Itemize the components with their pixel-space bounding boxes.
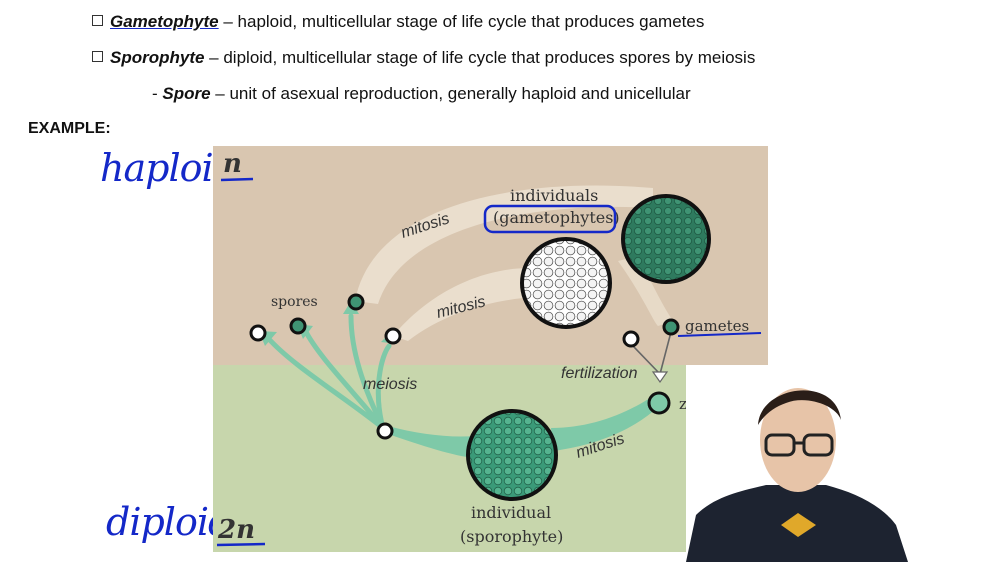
zygote-cell: [647, 391, 671, 415]
annotation-underline-gametes: [677, 332, 762, 337]
gametophyte-cell-dark: [621, 194, 711, 284]
glasses-icon: [764, 433, 834, 457]
annotation-box-gametophytes: [483, 204, 617, 234]
label-individual: individual: [471, 503, 551, 522]
spore-cell: [347, 293, 365, 311]
checkbox-icon: [92, 51, 103, 62]
label-gametophytes: (gametophytes): [493, 208, 620, 227]
term-gametophyte: Gametophyte: [110, 12, 219, 31]
term-sporophyte: Sporophyte: [110, 48, 205, 67]
example-heading: EXAMPLE:: [28, 120, 111, 137]
sporophyte-cell: [466, 409, 558, 501]
spore-cell: [384, 327, 402, 345]
annotation-underline-n: [220, 177, 254, 182]
gamete-cell: [622, 330, 640, 348]
label-gametes: gametes: [685, 317, 749, 335]
term-spore: Spore: [162, 84, 211, 103]
definition-text: – haploid, multicellular stage of life c…: [218, 12, 705, 31]
annotation-underline-2n: [216, 542, 266, 547]
meiosis-arrows: [265, 313, 392, 431]
mitosis-arc-middle: [393, 268, 558, 341]
instructor-video: [686, 365, 908, 562]
definition-spore: - Spore – unit of asexual reproduction, …: [152, 84, 691, 104]
definition-text: – unit of asexual reproduction, generall…: [210, 84, 691, 103]
meiocyte-cell: [376, 422, 394, 440]
handwritten-diploid: diploid: [106, 500, 232, 544]
definition-gametophyte: Gametophyte – haploid, multicellular sta…: [92, 12, 704, 32]
mitosis-arc-upper: [355, 185, 653, 304]
instructor-hair: [758, 390, 841, 425]
gamete-cell: [662, 318, 680, 336]
arc-to-gamete: [618, 256, 673, 326]
ploidy-n: n: [223, 149, 242, 179]
ploidy-2n: 2n: [217, 515, 255, 545]
sub-bullet: -: [152, 84, 163, 103]
definition-sporophyte: Sporophyte – diploid, multicellular stag…: [92, 48, 755, 68]
sporophyte-arc-left: [385, 426, 475, 458]
label-sporophyte: (sporophyte): [460, 527, 563, 546]
label-fertilization: fertilization: [561, 365, 638, 382]
life-cycle-diagram: n 2n individuals (gametophytes) spores g…: [213, 146, 768, 552]
spore-cell: [249, 324, 267, 342]
label-individuals: individuals: [510, 186, 598, 205]
label-spores: spores: [271, 294, 318, 310]
fertilization-arrows: [632, 331, 672, 375]
sporophyte-arc-right: [551, 396, 659, 451]
checkbox-icon: [92, 15, 103, 26]
spore-cell: [289, 317, 307, 335]
fertilization-arrowhead: [651, 371, 669, 384]
definition-text: – diploid, multicellular stage of life c…: [204, 48, 756, 67]
shirt-logo: [781, 513, 816, 537]
gametophyte-cell-white: [520, 237, 612, 329]
label-meiosis: meiosis: [363, 376, 417, 393]
instructor-face: [760, 388, 836, 492]
